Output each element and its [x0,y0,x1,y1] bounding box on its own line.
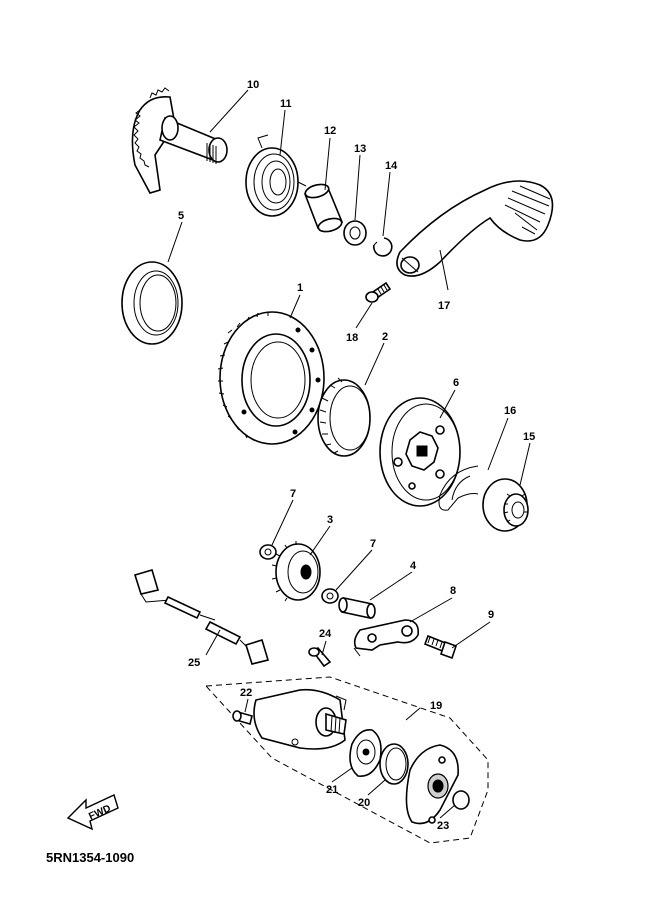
callout-labels: 10 11 12 13 14 5 1 17 18 2 6 16 15 7 3 7… [178,79,535,832]
part-7-washer-b [321,588,339,604]
part-14-circlip [373,237,393,257]
part-3-seal [121,261,183,345]
callout-24: 24 [319,628,332,640]
callout-4: 6 [453,377,459,389]
part-12-collar [303,183,344,233]
callout-3: 5 [178,210,184,222]
callout-23: 23 [437,820,449,832]
part-8-bracket [353,619,420,657]
part-7-washer-a [259,544,277,560]
part-15-drive-gear [482,478,529,532]
part-25-wire-harness [133,569,270,665]
part-20-o-ring [379,743,409,785]
callout-14: 14 [385,160,398,172]
callout-10: 10 [247,79,259,91]
part-5-idler-gear [271,541,321,602]
part-16-spring-clip [438,465,479,511]
document-code: 5RN1354-1090 [46,850,134,865]
callout-2: 2 [382,331,388,343]
callout-17: 17 [438,300,450,312]
part-9-screw [423,634,458,660]
callout-1: 1 [297,282,303,294]
leader-lines [167,89,531,819]
part-6-shaft [338,597,376,619]
part-11-torsion-spring [245,134,307,217]
part-2-bearing-cage [317,377,371,457]
callout-15: 15 [523,431,535,443]
part-22-screw [232,710,253,725]
part-21-bracket-plate [349,728,382,777]
callout-22: 22 [240,687,252,699]
callout-13: 13 [354,143,366,155]
callout-12: 12 [324,125,336,137]
part-1-ring-gear [217,311,325,445]
callout-19: 19 [430,700,442,712]
part-4-clutch-plate [379,397,461,507]
callout-5: 3 [327,514,333,526]
callout-9: 9 [488,609,494,621]
callout-25: 25 [188,657,200,669]
callout-18: 18 [346,332,358,344]
part-18-bolt [365,281,392,303]
callout-16: 16 [504,405,516,417]
part-13-washer [343,220,367,246]
part-24-screw [308,647,332,668]
part-17-kick-crank [396,180,554,277]
fwd-arrow: FWD [66,794,119,831]
end-cover [405,744,459,825]
callout-6: 4 [410,560,417,572]
starter-motor [253,688,347,750]
callout-11: 11 [280,98,292,110]
callout-20: 20 [358,797,370,809]
callout-7-lower: 7 [370,538,376,550]
callout-21: 21 [326,784,338,796]
part-10-kick-shaft [131,87,228,194]
callout-8: 8 [450,585,456,597]
callout-7-upper: 7 [290,488,296,500]
part-23-cap [452,790,470,810]
